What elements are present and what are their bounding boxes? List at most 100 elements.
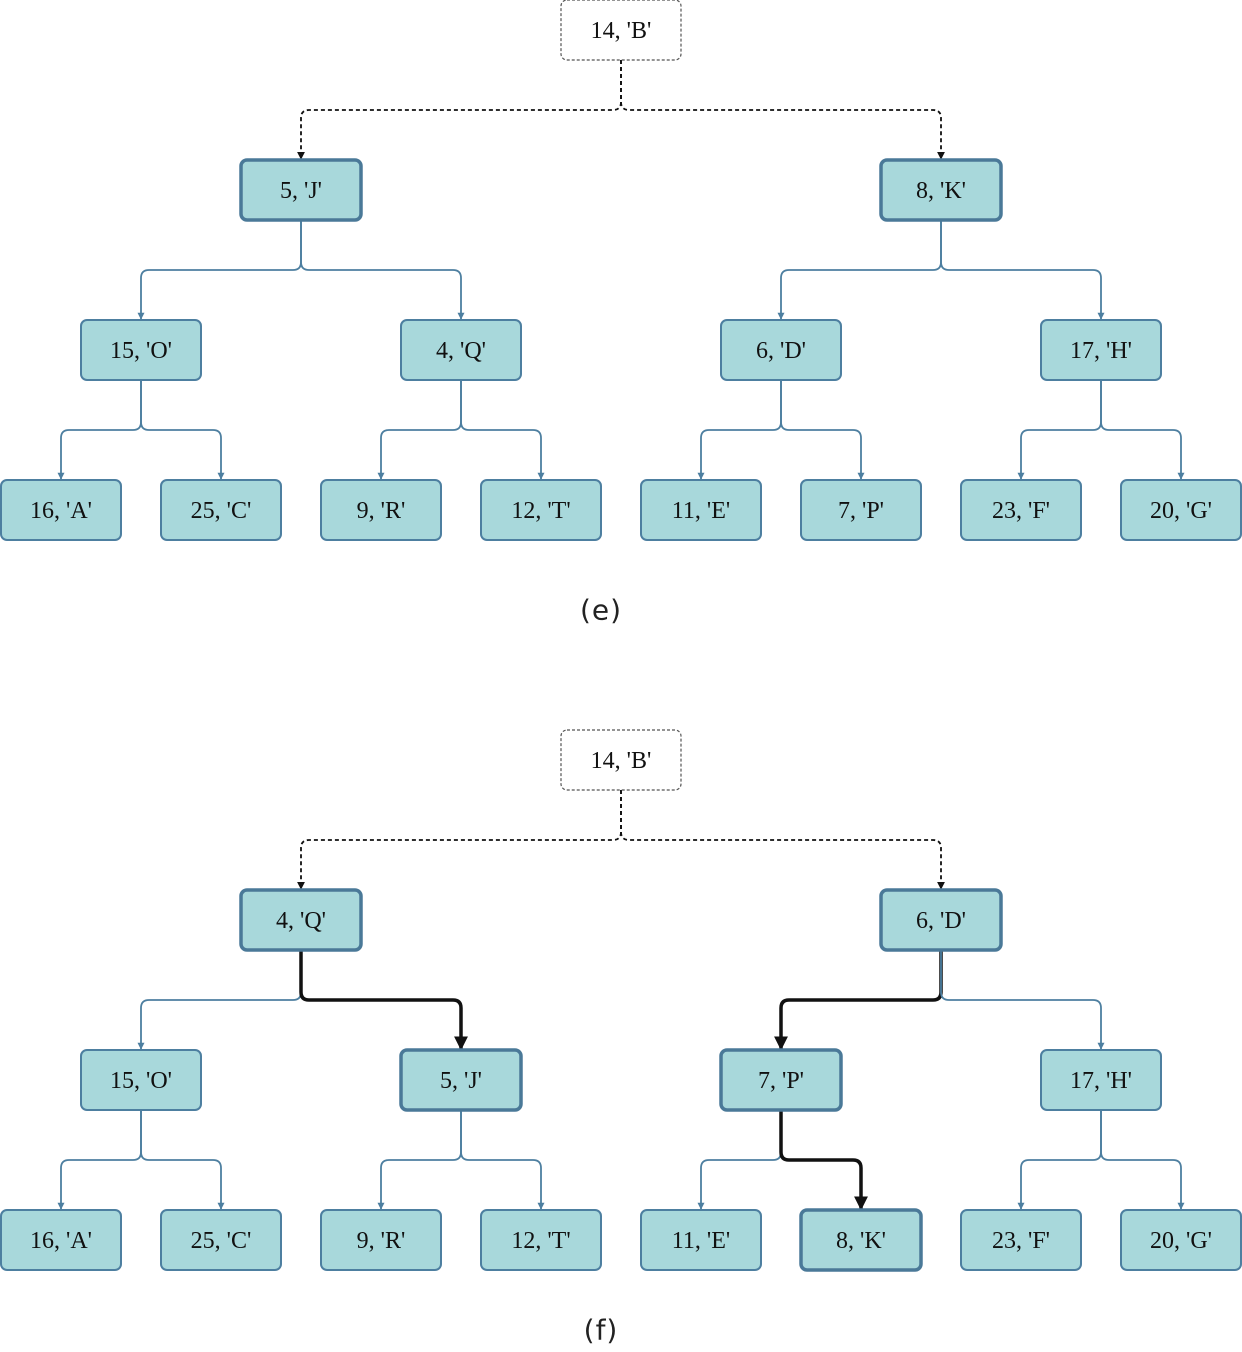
edge-to-lrl <box>377 1110 462 1210</box>
node-box-root <box>560 729 682 791</box>
node-box-lrl <box>320 479 442 541</box>
node-box-lll <box>0 1209 122 1271</box>
node-lrr: 12, 'T' <box>480 479 602 541</box>
node-label-rrl: 23, 'F' <box>992 498 1050 524</box>
node-box-root <box>560 0 682 61</box>
node-label-lr: 4, 'Q' <box>436 338 486 364</box>
tree-diagram-f: 14, 'B' 4, 'Q' 6, 'D' 15, 'O' 5, 'J' 7, 'P' 17… <box>0 729 1242 1347</box>
node-box-l <box>239 158 363 222</box>
node-label-rl: 7, 'P' <box>758 1068 804 1094</box>
node-label-rrr: 20, 'G' <box>1150 1228 1212 1254</box>
node-label-l: 5, 'J' <box>280 178 322 204</box>
node-rll: 11, 'E' <box>640 479 762 541</box>
node-label-rr: 17, 'H' <box>1070 338 1132 364</box>
edge-to-lll <box>57 1110 142 1210</box>
node-label-lrl: 9, 'R' <box>357 1228 406 1254</box>
node-box-rr <box>1040 319 1162 381</box>
node-rrl: 23, 'F' <box>960 479 1082 541</box>
node-rl: 7, 'P' <box>719 1048 843 1112</box>
edge-to-lr <box>299 950 468 1051</box>
edge-to-rl <box>774 950 943 1051</box>
node-label-lrr: 12, 'T' <box>511 498 570 524</box>
node-box-lrr <box>480 479 602 541</box>
node-rlr: 8, 'K' <box>799 1208 923 1272</box>
node-r: 6, 'D' <box>879 888 1003 952</box>
edge-to-lrr <box>460 1110 545 1210</box>
node-box-ll <box>80 319 202 381</box>
node-rl: 6, 'D' <box>720 319 842 381</box>
edge-to-rrr <box>1100 1110 1185 1210</box>
node-rr: 17, 'H' <box>1040 1049 1162 1111</box>
node-lrl: 9, 'R' <box>320 479 442 541</box>
edge-to-rrl <box>1017 1110 1102 1210</box>
node-label-rrr: 20, 'G' <box>1150 498 1212 524</box>
node-box-llr <box>160 479 282 541</box>
edge-to-lrr <box>460 380 545 480</box>
node-label-rlr: 7, 'P' <box>838 498 884 524</box>
node-box-rrr <box>1120 479 1242 541</box>
edge-to-r <box>620 60 945 160</box>
node-label-rlr: 8, 'K' <box>836 1228 886 1254</box>
node-box-rll <box>640 479 762 541</box>
node-lrr: 12, 'T' <box>480 1209 602 1271</box>
edge-to-r <box>620 790 945 890</box>
diagram-caption: (f) <box>584 1314 619 1347</box>
node-llr: 25, 'C' <box>160 1209 282 1271</box>
node-llr: 25, 'C' <box>160 479 282 541</box>
node-lll: 16, 'A' <box>0 479 122 541</box>
edge-to-lr <box>300 220 465 320</box>
node-box-lrr <box>480 1209 602 1271</box>
node-box-rll <box>640 1209 762 1271</box>
edge-to-rlr <box>779 1110 868 1211</box>
node-label-rll: 11, 'E' <box>672 1228 730 1254</box>
node-box-rrl <box>960 479 1082 541</box>
edge-to-rrl <box>1017 380 1102 480</box>
tree-diagram-e: 14, 'B' 5, 'J' 8, 'K' 15, 'O' 4, 'Q' 6, 'D' 17… <box>0 0 1242 627</box>
diagram-caption: (e) <box>580 594 622 627</box>
edge-to-lrl <box>377 380 462 480</box>
node-label-ll: 15, 'O' <box>110 1068 172 1094</box>
node-label-rl: 6, 'D' <box>756 338 806 364</box>
node-box-lr <box>399 1048 523 1112</box>
node-label-lll: 16, 'A' <box>30 498 92 524</box>
node-box-lr <box>400 319 522 381</box>
node-rr: 17, 'H' <box>1040 319 1162 381</box>
node-box-rrl <box>960 1209 1082 1271</box>
node-lr: 5, 'J' <box>399 1048 523 1112</box>
node-label-r: 8, 'K' <box>916 178 966 204</box>
node-lrl: 9, 'R' <box>320 1209 442 1271</box>
node-label-root: 14, 'B' <box>591 18 652 44</box>
node-box-l <box>239 888 363 952</box>
node-label-rll: 11, 'E' <box>672 498 730 524</box>
node-box-rlr <box>799 1208 923 1272</box>
node-label-llr: 25, 'C' <box>191 1228 252 1254</box>
node-rrr: 20, 'G' <box>1120 479 1242 541</box>
node-box-rl <box>719 1048 843 1112</box>
edge-to-lll <box>57 380 142 480</box>
node-label-lrr: 12, 'T' <box>511 1228 570 1254</box>
node-rrr: 20, 'G' <box>1120 1209 1242 1271</box>
node-label-r: 6, 'D' <box>916 908 966 934</box>
node-box-rrr <box>1120 1209 1242 1271</box>
node-box-lll <box>0 479 122 541</box>
node-ll: 15, 'O' <box>80 1049 202 1111</box>
node-box-rr <box>1040 1049 1162 1111</box>
node-label-l: 4, 'Q' <box>276 908 326 934</box>
node-box-r <box>879 158 1003 222</box>
edge-to-llr <box>140 1110 225 1210</box>
edge-to-l <box>297 790 622 890</box>
edge-to-rrr <box>1100 380 1185 480</box>
node-root: 14, 'B' <box>560 729 682 791</box>
node-ll: 15, 'O' <box>80 319 202 381</box>
node-root: 14, 'B' <box>560 0 682 61</box>
edge-to-ll <box>137 950 302 1050</box>
node-label-lrl: 9, 'R' <box>357 498 406 524</box>
node-box-rlr <box>800 479 922 541</box>
node-label-ll: 15, 'O' <box>110 338 172 364</box>
edge-to-rr <box>940 220 1105 320</box>
edge-to-ll <box>137 220 302 320</box>
edge-to-llr <box>140 380 225 480</box>
node-box-ll <box>80 1049 202 1111</box>
node-lll: 16, 'A' <box>0 1209 122 1271</box>
